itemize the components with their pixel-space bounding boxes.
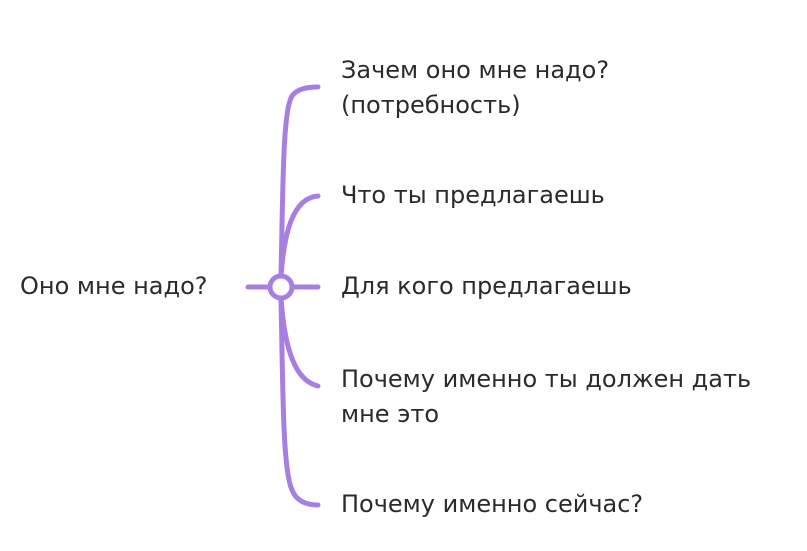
branch-4-label-line-2: мне это — [341, 400, 440, 428]
branch-1-label-line-2: (потребность) — [341, 91, 521, 119]
branch-5-connector — [278, 295, 321, 508]
branch-4-connector — [278, 295, 321, 389]
branch-5-label: Почему именно сейчас? — [341, 490, 644, 518]
connector-group — [245, 84, 321, 508]
branch-1-label-line-1: Зачем оно мне надо? — [341, 56, 610, 84]
branch-2-connector — [278, 193, 321, 279]
branch-3-label: Для кого предлагаешь — [341, 272, 632, 300]
branch-1-connector — [278, 84, 321, 279]
root-node-label: Оно мне надо? — [20, 272, 208, 300]
hub-node — [267, 273, 295, 301]
branch-4-label-line-1: Почему именно ты должен дать — [341, 365, 752, 393]
branch-2-label: Что ты предлагаешь — [341, 181, 605, 209]
